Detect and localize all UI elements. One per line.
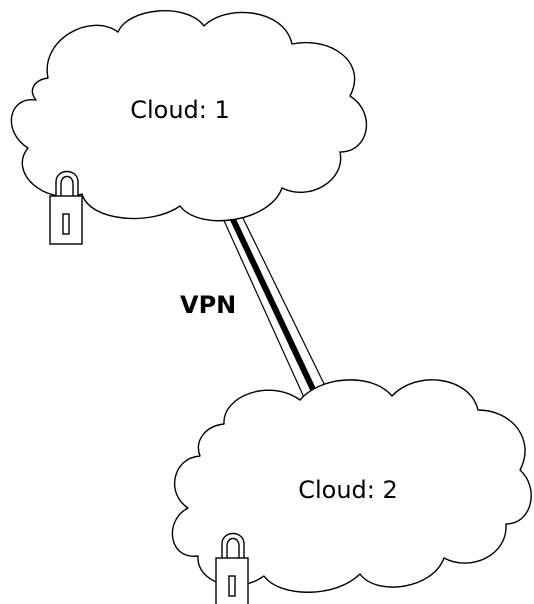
- lock-icon: [49, 170, 83, 245]
- cloud-2-label: Cloud: 2: [298, 476, 398, 504]
- cloud-1-label: Cloud: 1: [130, 96, 230, 124]
- cloud-2: Cloud: 2: [171, 379, 532, 593]
- vpn-tunnel: [220, 207, 331, 405]
- lock-shackle-inner: [226, 537, 240, 560]
- vpn-label: VPN: [180, 291, 236, 319]
- lock-keyhole: [228, 575, 236, 597]
- lock-keyhole: [62, 213, 70, 235]
- cloud-1: Cloud: 1: [10, 10, 368, 222]
- cloud-1-outline: [10, 10, 368, 222]
- vpn-tunnel-core: [226, 209, 321, 402]
- lock-icon: [215, 532, 249, 604]
- cloud-2-outline: [171, 379, 532, 593]
- lock-shackle-inner: [60, 175, 74, 198]
